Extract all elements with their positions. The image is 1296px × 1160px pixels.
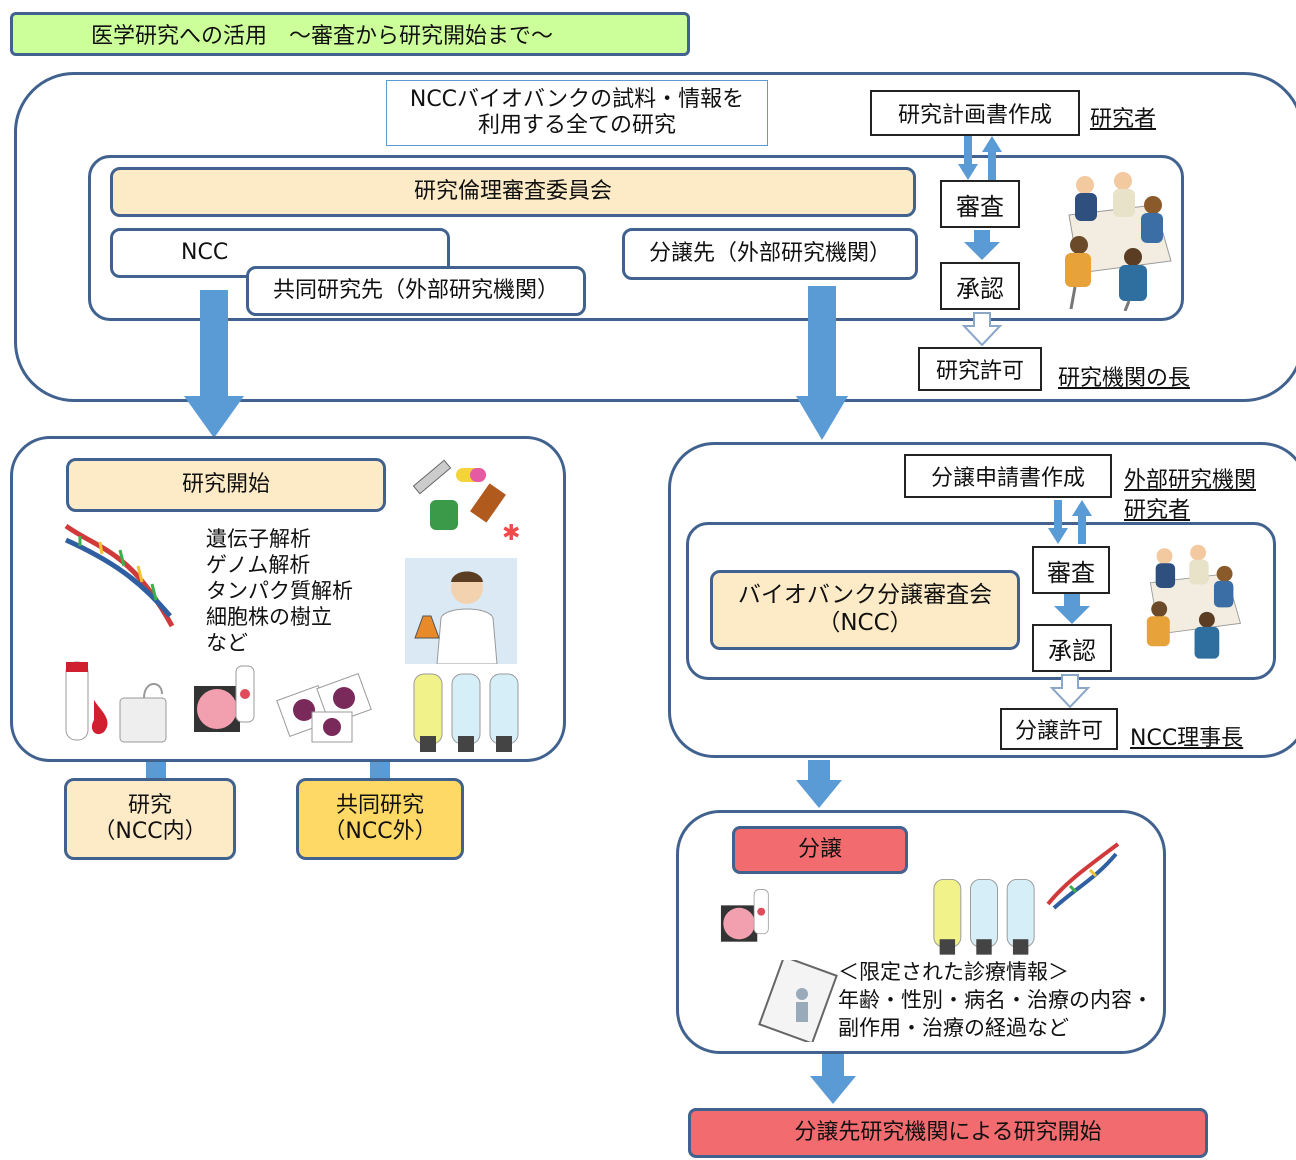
research-permit-box: 研究許可 <box>918 347 1042 391</box>
research-joint-line-2: （NCC外） <box>323 819 437 844</box>
connector <box>146 762 166 778</box>
specimen-tubes-illustration <box>413 673 519 752</box>
svg-text:✱: ✱ <box>502 521 520 546</box>
research-start-label: 研究開始 <box>66 458 386 512</box>
to-distribution-review-arrow <box>796 286 848 440</box>
research-ncc-internal: 研究 （NCC内） <box>64 778 236 860</box>
scope-box: NCCバイオバンクの試料・情報を 利用する全ての研究 <box>386 80 768 146</box>
biobank-line-1: バイオバンク分譲審査会 <box>737 582 993 609</box>
analysis-item: など <box>206 631 248 655</box>
diagram-title: 医学研究への活用 ～審査から研究開始まで～ <box>10 12 690 56</box>
dist-review-to-approval-arrow <box>1054 594 1090 624</box>
research-plan-box: 研究計画書作成 <box>870 90 1080 136</box>
research-joint-line-1: 共同研究 <box>335 792 424 818</box>
medical-record-icon <box>758 960 838 1042</box>
clinical-info-item: 副作用・治療の経過など <box>838 1016 1069 1040</box>
approval-box: 承認 <box>940 262 1020 310</box>
researcher-label: 研究者 <box>1090 107 1157 132</box>
scope-line-2: 利用する全ての研究 <box>477 113 676 138</box>
dist-approval-to-permit-arrow <box>1050 674 1090 708</box>
analysis-list: 遺伝子解析 ゲノム解析 タンパク質解析 細胞株の樹立 など <box>206 526 353 656</box>
scope-line-1: NCCバイオバンクの試料・情報を <box>409 86 745 112</box>
analysis-item: ゲノム解析 <box>206 553 311 577</box>
ext-line-2: 研究者 <box>1124 498 1191 523</box>
analysis-item: 細胞株の樹立 <box>206 605 332 629</box>
slides-illustration <box>276 672 372 743</box>
approval-to-permit-arrow <box>962 312 1002 346</box>
distribution-permit-box: 分譲許可 <box>1000 708 1118 750</box>
distribution-destination: 分譲先（外部研究機関） <box>622 228 918 280</box>
dna-illustration-2 <box>1046 842 1120 910</box>
meeting-illustration-2 <box>1146 544 1242 659</box>
to-research-start-arrow <box>184 290 244 438</box>
biobank-line-2: （NCC） <box>817 610 913 636</box>
analysis-item: 遺伝子解析 <box>206 527 311 551</box>
biobank-distribution-committee: バイオバンク分譲審査会 （NCC） <box>710 570 1020 650</box>
ethics-committee: 研究倫理審査委員会 <box>110 167 916 217</box>
clinical-info-item: 年齢・性別・病名・治療の内容・ <box>838 988 1153 1012</box>
research-internal-line-1: 研究 <box>127 792 172 818</box>
application-review-arrows <box>1048 500 1092 544</box>
blood-bag-illustration <box>119 683 167 743</box>
joint-research-ncc-external: 共同研究 （NCC外） <box>296 778 464 860</box>
joint-research-partner: 共同研究先（外部研究機関） <box>246 266 586 316</box>
tissue-sample-illustration <box>194 665 255 732</box>
medicine-illustration: ✱ <box>412 459 520 546</box>
to-distribution-arrow <box>796 760 842 808</box>
analysis-item: タンパク質解析 <box>206 579 353 603</box>
review-to-approval-arrow <box>964 230 1000 260</box>
tissue-sample-illustration-2 <box>720 889 769 942</box>
final-research-start: 分譲先研究機関による研究開始 <box>688 1108 1208 1158</box>
plan-review-arrows <box>958 136 1002 180</box>
research-internal-line-2: （NCC内） <box>93 819 207 844</box>
connector <box>370 762 390 778</box>
distribution-approval-box: 承認 <box>1032 624 1112 672</box>
blood-tube-illustration <box>65 661 108 741</box>
external-researcher-label: 外部研究機関 研究者 <box>1124 466 1256 526</box>
distribution-application-box: 分譲申請書作成 <box>904 454 1112 498</box>
review-box: 審査 <box>940 180 1020 228</box>
to-final-arrow <box>810 1054 856 1104</box>
clinical-info-list: ＜限定された診療情報＞ 年齢・性別・病名・治療の内容・ 副作用・治療の経過など <box>838 958 1153 1042</box>
ext-line-1: 外部研究機関 <box>1124 468 1257 493</box>
distribution-label: 分譲 <box>732 826 908 874</box>
specimen-tubes-illustration-2 <box>933 878 1035 955</box>
scientist-illustration <box>405 558 517 664</box>
meeting-illustration <box>1065 172 1172 311</box>
dna-illustration <box>64 523 175 628</box>
ncc-director-label: NCC理事長 <box>1130 726 1244 751</box>
clinical-info-heading: ＜限定された診療情報＞ <box>838 960 1069 984</box>
distribution-review-box: 審査 <box>1032 546 1110 594</box>
institution-head-label: 研究機関の長 <box>1058 366 1191 391</box>
